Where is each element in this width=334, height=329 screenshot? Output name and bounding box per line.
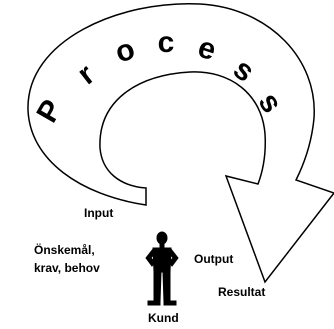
output-label: Output bbox=[194, 252, 233, 266]
needs-label-line1: Önskemål, bbox=[34, 242, 95, 257]
process-letter: c bbox=[158, 26, 175, 59]
person-figure-icon bbox=[145, 231, 179, 306]
needs-label-line2: krav, behov bbox=[34, 261, 100, 275]
input-label: Input bbox=[84, 206, 113, 220]
process-arrow-shape bbox=[27, 3, 334, 284]
result-label: Resultat bbox=[218, 285, 265, 299]
customer-label: Kund bbox=[148, 311, 179, 325]
